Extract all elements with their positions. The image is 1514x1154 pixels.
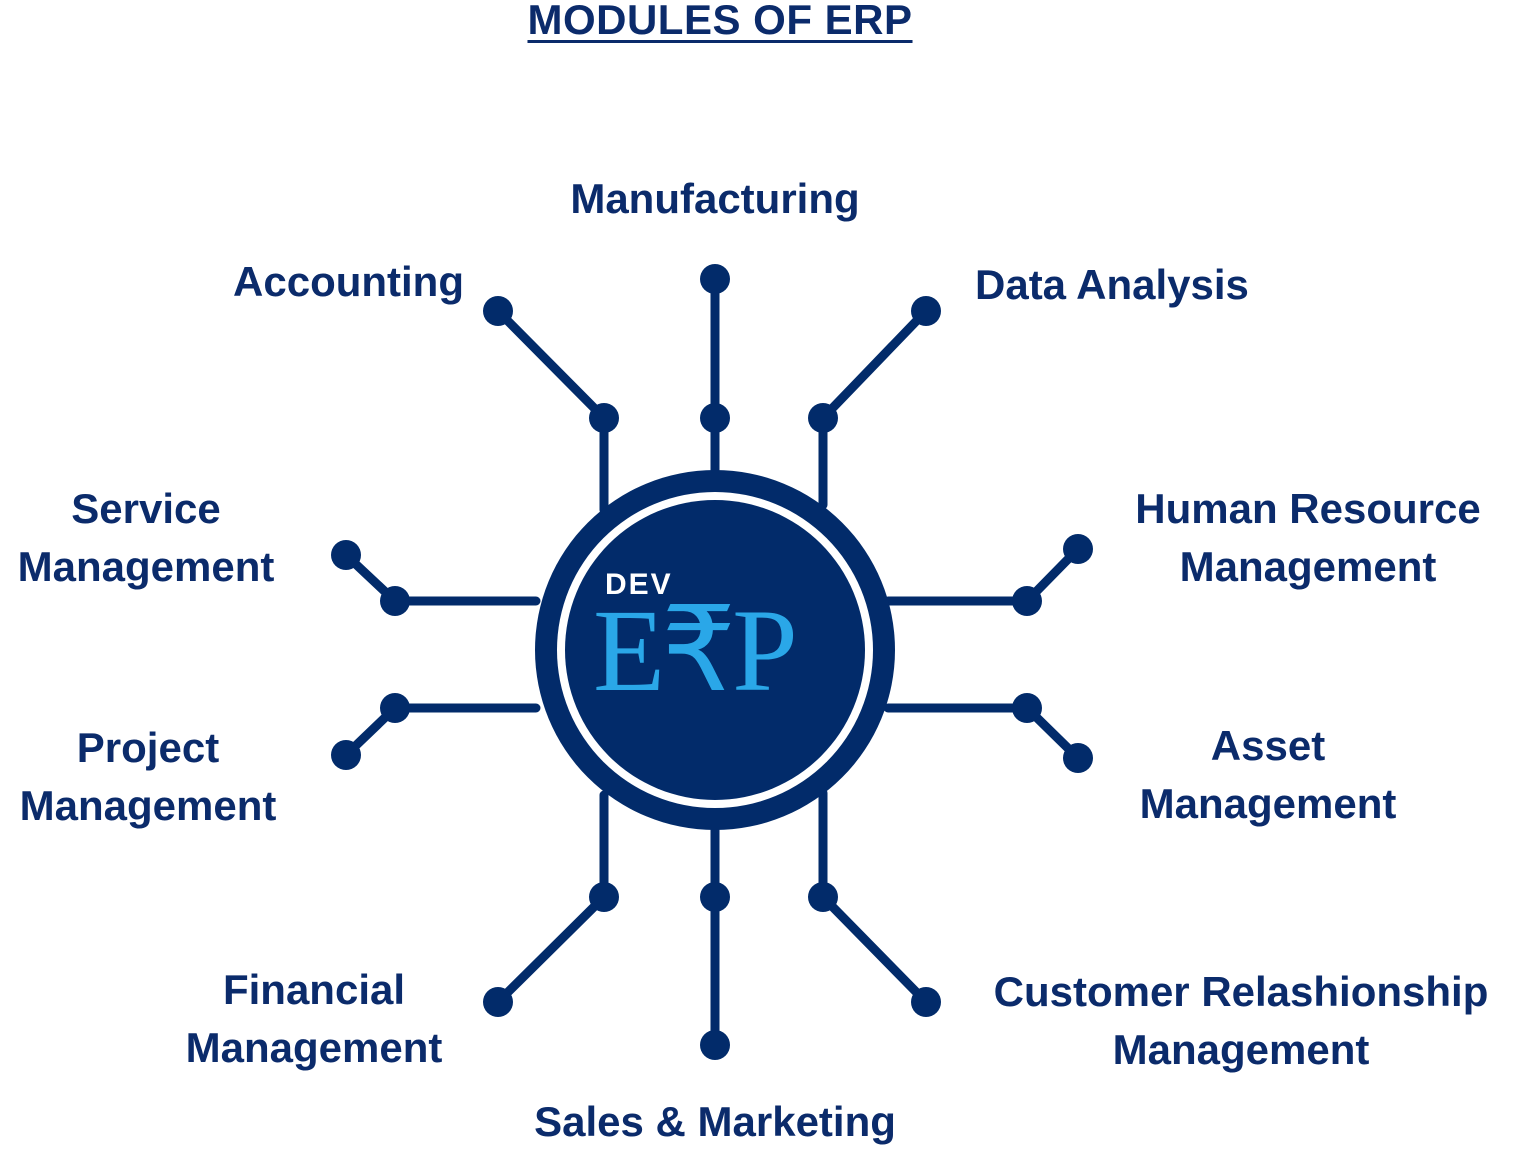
- connector-project-management: [341, 703, 541, 760]
- module-manufacturing: Manufacturing: [570, 175, 860, 222]
- node-dot: [331, 540, 361, 570]
- node-dot: [1012, 693, 1042, 723]
- dev-erp-logo: DEV E₹P: [575, 560, 855, 730]
- node-dot: [911, 296, 941, 326]
- hub-inner-circle: [565, 500, 865, 800]
- node-dot: [700, 1030, 730, 1060]
- module-service-management: Service Management: [17, 485, 275, 590]
- node-dot: [1063, 534, 1093, 564]
- node-dot: [589, 882, 619, 912]
- node-dot: [483, 296, 513, 326]
- connector-service-management: [341, 550, 541, 606]
- module-customer-relationship-management: Customer Relashionship Management: [993, 968, 1489, 1073]
- module-financial-management: Financial Management: [185, 966, 443, 1071]
- connector-asset-management: [883, 703, 1083, 763]
- module-project-management: Project Management: [19, 724, 277, 829]
- connector-accounting: [493, 306, 609, 515]
- module-asset-management: Asset Management: [1139, 722, 1397, 827]
- node-dot: [700, 403, 730, 433]
- module-sales-marketing: Sales & Marketing: [534, 1098, 896, 1145]
- module-accounting: Accounting: [233, 258, 464, 305]
- connector-crm: [818, 788, 931, 1007]
- node-dot: [911, 987, 941, 1017]
- node-dot: [808, 882, 838, 912]
- module-human-resource-management: Human Resource Management: [1135, 485, 1481, 590]
- logo-erp-text: E₹P: [593, 585, 798, 716]
- logo-dev-text: DEV: [605, 568, 673, 601]
- node-dot: [589, 403, 619, 433]
- node-dot: [808, 403, 838, 433]
- node-dot: [380, 586, 410, 616]
- module-data-analysis: Data Analysis: [975, 261, 1249, 308]
- page-title: MODULES OF ERP: [527, 0, 913, 43]
- node-dot: [700, 264, 730, 294]
- node-dot: [380, 693, 410, 723]
- node-dot: [700, 882, 730, 912]
- node-dot: [1063, 743, 1093, 773]
- connector-human-resource: [883, 544, 1083, 606]
- connector-data-analysis: [818, 306, 931, 510]
- node-dot: [331, 740, 361, 770]
- connector-financial-management: [493, 790, 609, 1007]
- node-dot: [483, 987, 513, 1017]
- node-dot: [1012, 586, 1042, 616]
